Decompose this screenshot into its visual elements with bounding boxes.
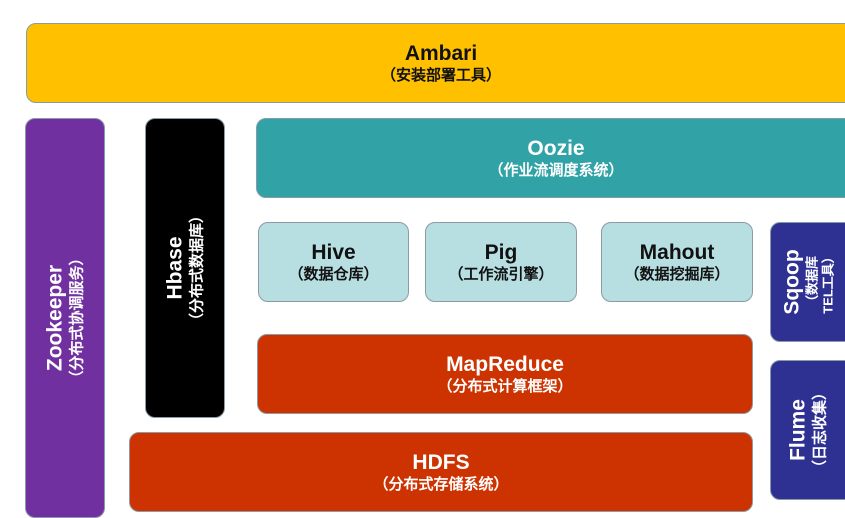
ambari-box: Ambari （安装部署工具）	[26, 23, 845, 103]
mapreduce-subtitle: （分布式计算框架）	[437, 377, 573, 395]
mahout-title: Mahout	[639, 240, 715, 264]
hbase-subtitle: （分布式数据库）	[188, 207, 206, 329]
oozie-subtitle: （作业流调度系统）	[488, 161, 624, 179]
zookeeper-subtitle: （分布式协调服务）	[68, 250, 86, 386]
hbase-title: Hbase	[163, 236, 187, 300]
zookeeper-box: Zookeeper（分布式协调服务）	[25, 118, 105, 518]
hive-subtitle: （数据仓库）	[288, 265, 379, 283]
hdfs-box: HDFS （分布式存储系统）	[129, 432, 753, 512]
pig-subtitle: （工作流引擎）	[448, 265, 554, 283]
hdfs-title: HDFS	[412, 450, 470, 474]
hdfs-subtitle: （分布式存储系统）	[373, 475, 509, 493]
pig-title: Pig	[484, 240, 518, 264]
sqoop-subtitle-2: TEL工具）	[820, 250, 836, 314]
flume-box: Flume（日志收集）	[770, 360, 845, 500]
flume-title: Flume	[786, 399, 810, 461]
hive-title: Hive	[311, 240, 356, 264]
ambari-title: Ambari	[404, 41, 478, 65]
mapreduce-title: MapReduce	[446, 352, 564, 376]
zookeeper-title: Zookeeper	[43, 264, 67, 372]
ambari-subtitle: （安装部署工具）	[380, 66, 501, 84]
oozie-box: Oozie （作业流调度系统）	[256, 118, 845, 198]
pig-box: Pig （工作流引擎）	[425, 222, 577, 302]
mahout-subtitle: （数据挖掘库）	[624, 265, 730, 283]
flume-subtitle: （日志收集）	[811, 384, 829, 476]
hbase-box: Hbase（分布式数据库）	[145, 118, 225, 418]
hive-box: Hive （数据仓库）	[258, 222, 409, 302]
mapreduce-box: MapReduce （分布式计算框架）	[257, 334, 753, 414]
sqoop-title: Sqoop	[780, 249, 804, 315]
oozie-title: Oozie	[527, 136, 585, 160]
sqoop-subtitle-1: （数据库	[804, 255, 820, 309]
mahout-box: Mahout （数据挖掘库）	[601, 222, 753, 302]
